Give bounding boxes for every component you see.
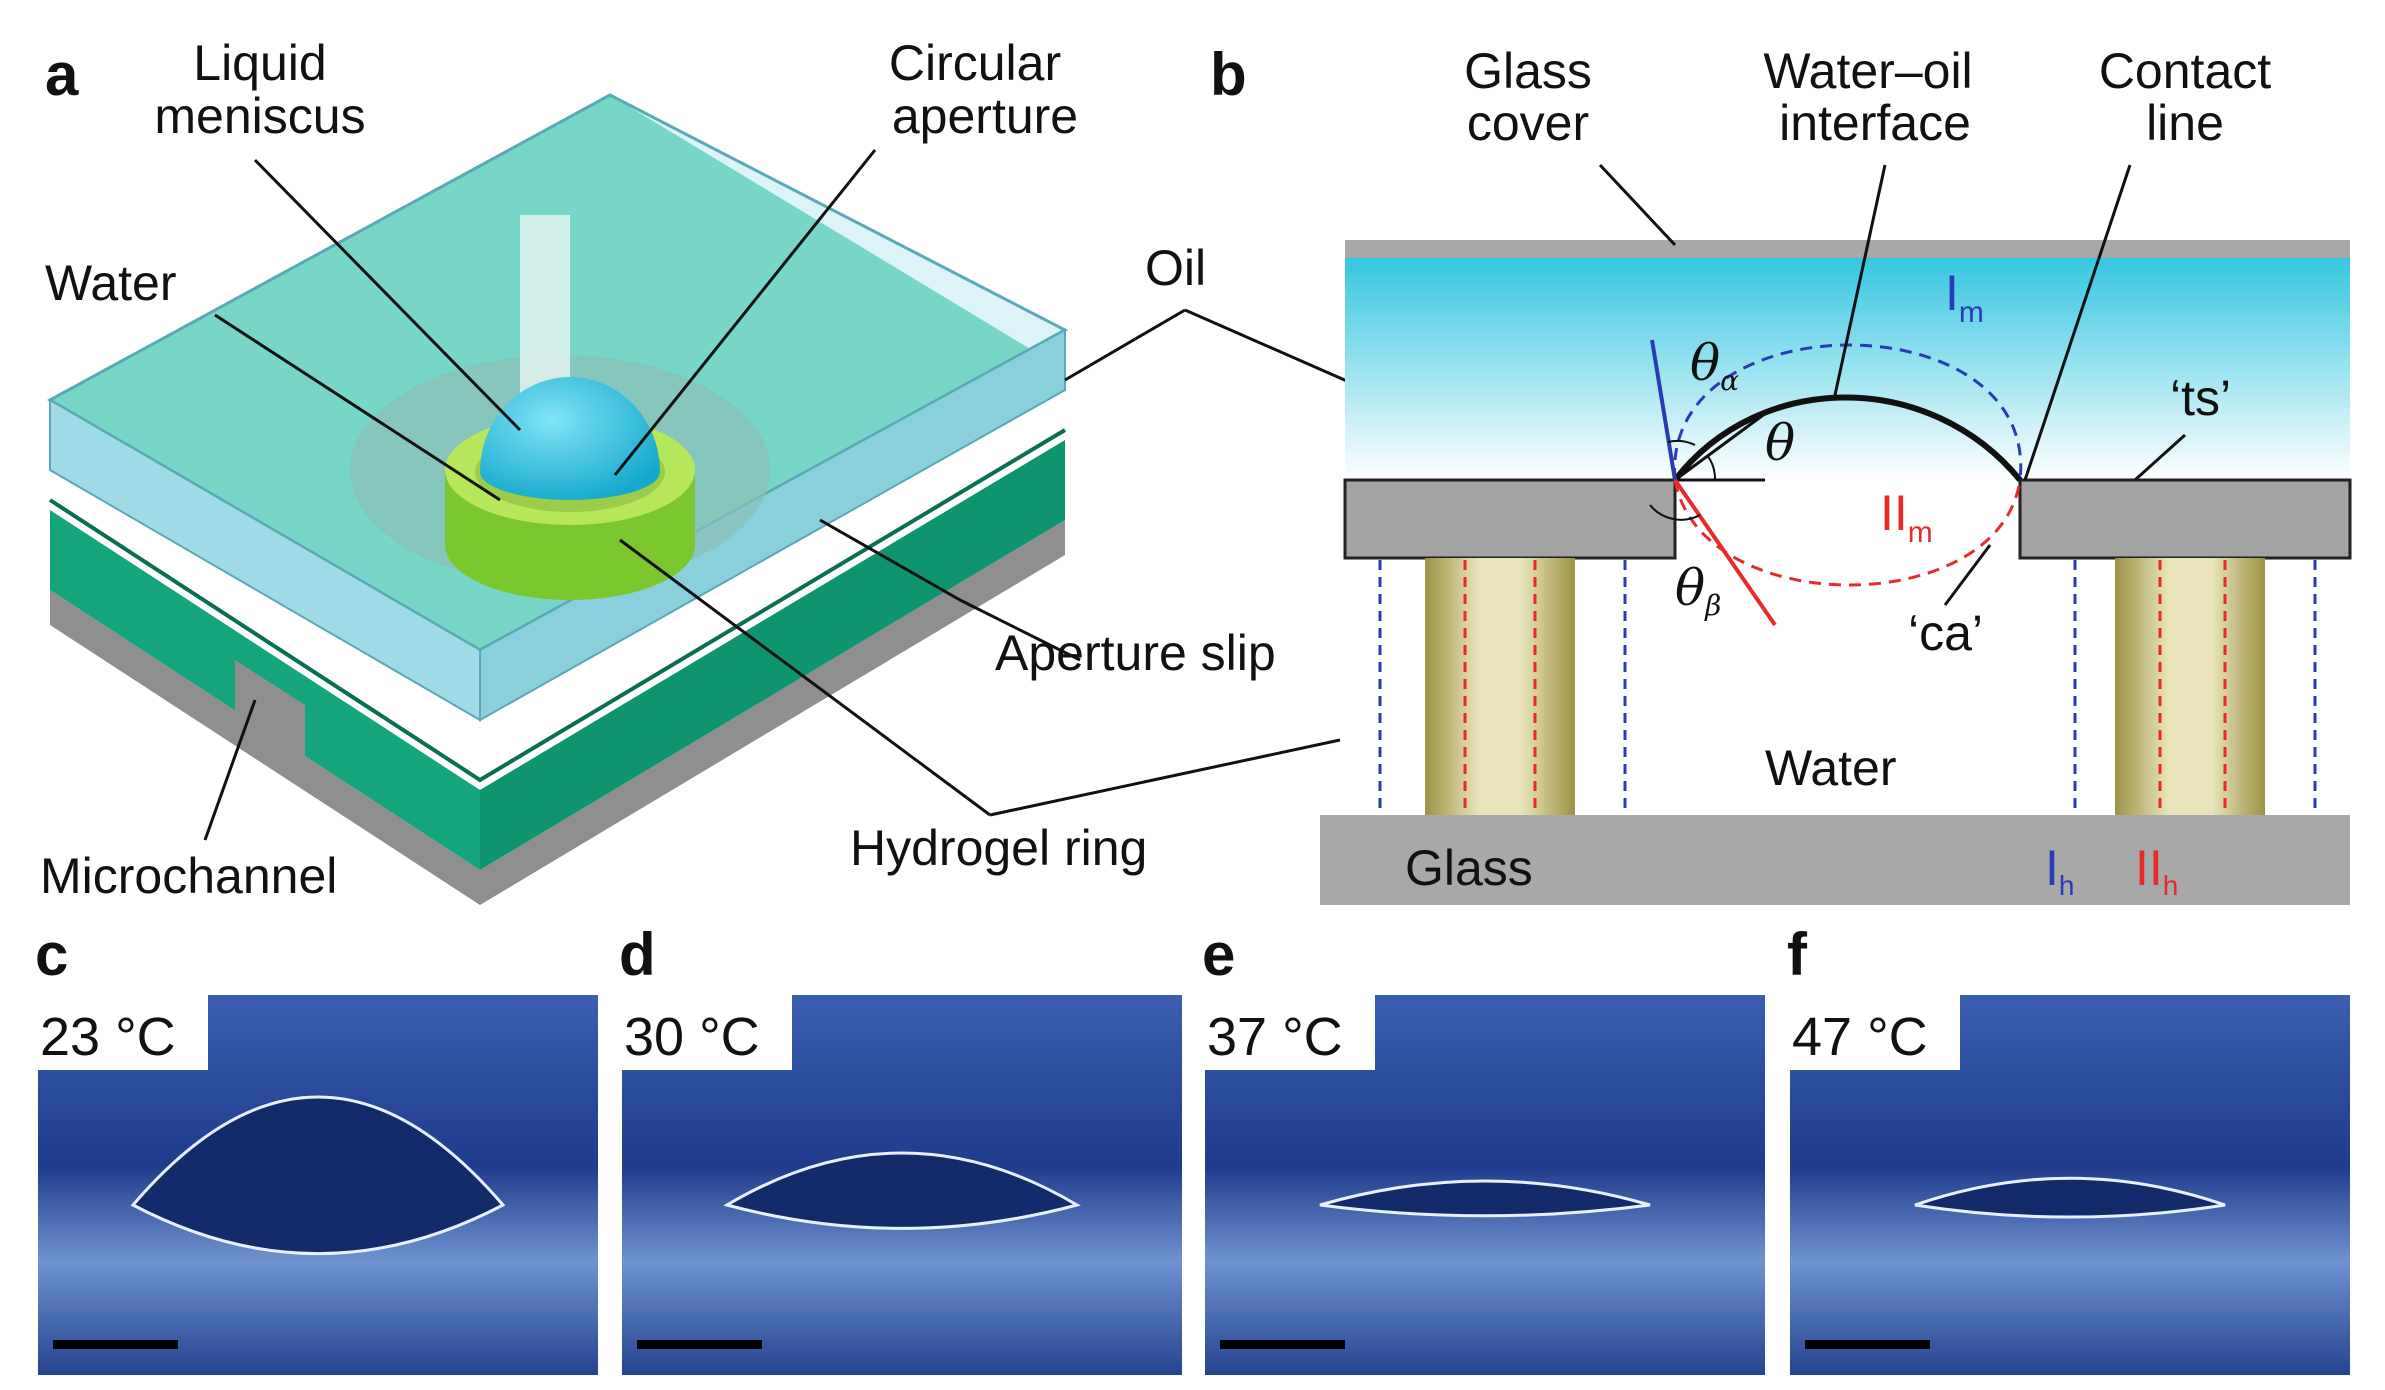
aperture-slip-edge xyxy=(48,428,1067,783)
photo-letter-f: f xyxy=(1787,921,1808,988)
scale-bar xyxy=(1805,1340,1930,1349)
droplet xyxy=(1319,1179,1651,1218)
label-microchannel: Microchannel xyxy=(40,848,337,904)
label-water-a: Water xyxy=(45,255,177,311)
label-glass-cover-2: cover xyxy=(1467,95,1589,151)
photo-panel-c: c 23 °C xyxy=(35,921,598,1375)
label-hydrogel-ring: Hydrogel ring xyxy=(850,820,1147,876)
panel-b-leaders xyxy=(1598,163,2187,606)
label-notch xyxy=(38,995,208,1070)
droplet xyxy=(723,1151,1081,1230)
scale-bar xyxy=(53,1340,178,1349)
photo-letter-e: e xyxy=(1202,921,1235,988)
hydrogel-pillar-left xyxy=(1425,558,1575,815)
label-contact-1: Contact xyxy=(2099,43,2271,99)
label-oil: Oil xyxy=(1145,240,1206,296)
photo-letter-c: c xyxy=(35,921,68,988)
glass-cover xyxy=(1345,240,2350,258)
label-glass-cover-1: Glass xyxy=(1464,43,1592,99)
hydrogel-pillar-right xyxy=(2115,558,2265,815)
label-water-b: Water xyxy=(1765,740,1897,796)
label-ts: ‘ts’ xyxy=(2170,370,2231,426)
label-contact-2: line xyxy=(2146,95,2224,151)
temperature-e: 37 °C xyxy=(1207,1007,1343,1067)
label-theta: θ xyxy=(1765,414,1795,472)
photo-panels: c 23 °C d 30 °C e 37 °C f 47 °C xyxy=(35,921,2350,1375)
label-circular-1: Circular xyxy=(889,35,1061,91)
angle-construction xyxy=(1649,339,1777,627)
label-theta-alpha: θα xyxy=(1690,334,1739,397)
liquid-meniscus xyxy=(480,377,660,500)
label-II-m: IIm xyxy=(1880,485,1933,549)
label-theta-beta: θβ xyxy=(1675,559,1721,622)
photo-panel-f: f 47 °C xyxy=(1787,921,2350,1375)
oil-region xyxy=(1345,255,2350,480)
state-lines xyxy=(1378,343,2317,815)
panel-a-letter: a xyxy=(45,41,79,108)
bottom-glass xyxy=(1320,815,2350,905)
inlet-channel xyxy=(520,215,570,395)
label-ca: ‘ca’ xyxy=(1908,605,1983,661)
temperature-f: 47 °C xyxy=(1792,1007,1928,1067)
microchannel-cut xyxy=(235,660,305,780)
label-I-h: Ih xyxy=(2045,840,2074,901)
temperature-d: 30 °C xyxy=(624,1007,760,1067)
label-notch xyxy=(622,995,792,1070)
label-notch xyxy=(1790,995,1960,1070)
label-water-oil-1: Water–oil xyxy=(1763,43,1972,99)
scale-bar xyxy=(1220,1340,1345,1349)
label-glass: Glass xyxy=(1405,840,1533,896)
panel-b-letter: b xyxy=(1210,41,1247,108)
panel-b: b xyxy=(1210,41,2352,905)
label-I-m: Im xyxy=(1945,265,1984,329)
label-II-h: IIh xyxy=(2135,840,2178,901)
label-notch xyxy=(1205,995,1375,1070)
label-liquid-2: meniscus xyxy=(154,88,365,144)
label-circular-2: aperture xyxy=(892,88,1078,144)
label-water-oil-2: interface xyxy=(1779,95,1971,151)
aperture-slip-right xyxy=(2018,478,2352,560)
aperture-slip-left xyxy=(1343,478,1677,560)
label-liquid-1: Liquid xyxy=(193,35,326,91)
panel-a: a xyxy=(40,35,1471,905)
base-glass-layer xyxy=(50,520,1065,905)
droplet xyxy=(1914,1176,2226,1219)
photo-panel-d: d 30 °C xyxy=(619,921,1182,1375)
photo-letter-d: d xyxy=(619,921,656,988)
temperature-c: 23 °C xyxy=(40,1007,176,1067)
scale-bar xyxy=(637,1340,762,1349)
photo-panel-e: e 37 °C xyxy=(1202,921,1765,1375)
label-aperture-slip: Aperture slip xyxy=(995,625,1276,681)
glass-cover-right xyxy=(479,328,1066,722)
water-oil-interface xyxy=(1672,394,2023,482)
droplet xyxy=(130,1095,506,1255)
